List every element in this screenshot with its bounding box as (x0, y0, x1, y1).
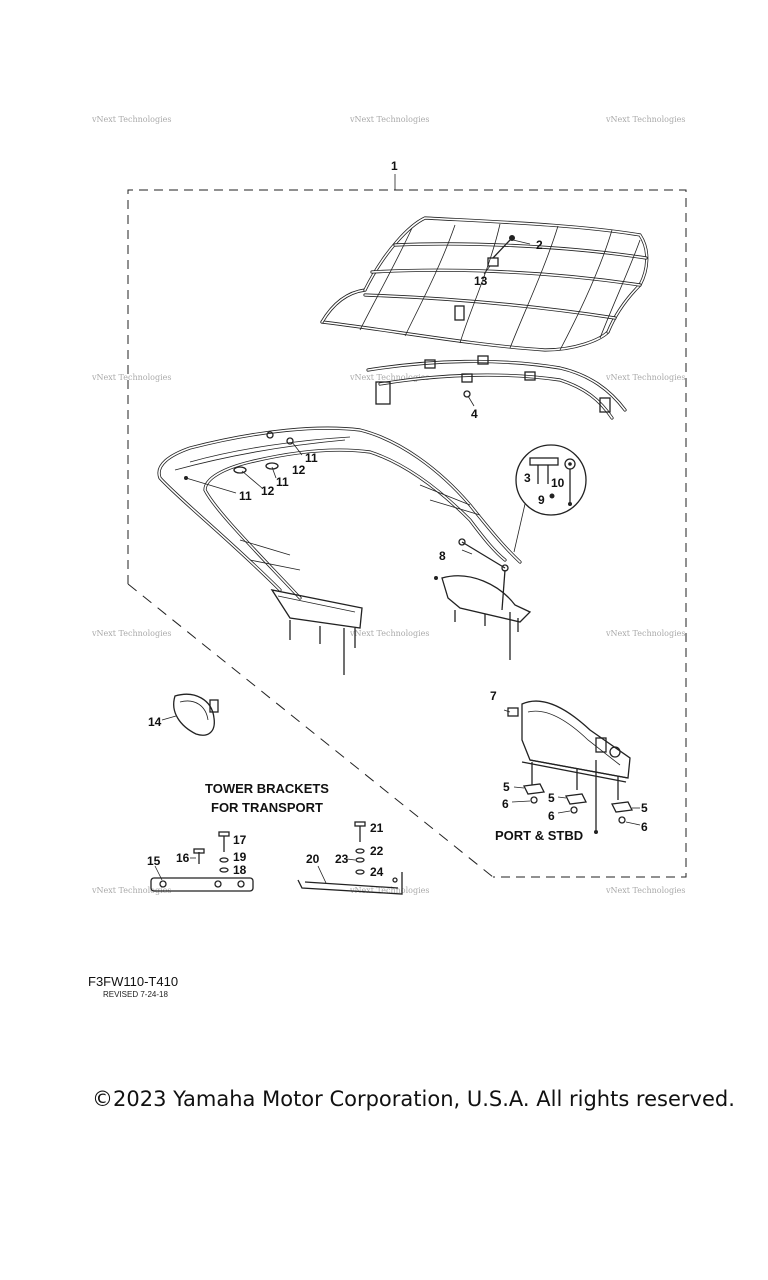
watermark: vNext Technologies (605, 886, 685, 895)
watermark: vNext Technologies (605, 629, 685, 638)
callout-15: 15 (147, 854, 161, 868)
callout-21: 21 (370, 821, 384, 835)
watermark: vNext Technologies (349, 886, 429, 895)
callout-4: 4 (471, 407, 478, 421)
callout-6: 6 (502, 797, 509, 811)
callout-10: 10 (551, 476, 565, 490)
callout-11: 11 (276, 475, 289, 489)
callout-7: 7 (490, 689, 497, 703)
callout-11: 11 (305, 451, 318, 465)
callout-16: 16 (176, 851, 190, 865)
for-transport-heading: FOR TRANSPORT (211, 800, 323, 815)
callout-12: 12 (261, 484, 275, 498)
copyright-notice: ©2023 Yamaha Motor Corporation, U.S.A. A… (92, 1087, 735, 1111)
callout-17: 17 (233, 833, 247, 847)
callout-8: 8 (439, 549, 446, 563)
watermark: vNext Technologies (91, 886, 171, 895)
drawing-code: F3FW110-T410 (88, 974, 178, 989)
callout-1: 1 (391, 159, 398, 173)
callout-14: 14 (148, 715, 162, 729)
section-headings: TOWER BRACKETS FOR TRANSPORT PORT & STBD (205, 781, 583, 843)
leader-lines (154, 239, 641, 884)
callout-20: 20 (306, 852, 320, 866)
watermarks: vNext Technologies vNext Technologies vN… (91, 115, 685, 895)
watermark: vNext Technologies (91, 115, 171, 124)
watermark: vNext Technologies (91, 373, 171, 382)
callout-11: 11 (239, 489, 252, 503)
transport-brackets (150, 821, 403, 895)
tower-frame (157, 426, 532, 675)
callout-3: 3 (524, 471, 531, 485)
callout-19: 19 (233, 850, 247, 864)
callout-5: 5 (548, 791, 555, 805)
canopy-frame (320, 216, 649, 352)
assembly-boundary (127, 174, 687, 878)
callout-18: 18 (233, 863, 247, 877)
tower-top-crossbar (366, 355, 627, 420)
callouts: 1 2 13 4 11 12 11 12 11 3 10 9 8 14 7 5 … (147, 159, 648, 879)
callout-22: 22 (370, 844, 384, 858)
tower-brackets-heading: TOWER BRACKETS (205, 781, 329, 796)
callout-5: 5 (503, 780, 510, 794)
watermark: vNext Technologies (349, 115, 429, 124)
revised-date: REVISED 7-24-18 (103, 990, 168, 999)
callout-13: 13 (474, 274, 488, 288)
watermark: vNext Technologies (605, 373, 685, 382)
callout-23: 23 (335, 852, 349, 866)
side-mount-bracket (507, 700, 633, 834)
watermark: vNext Technologies (605, 115, 685, 124)
port-stbd-label: PORT & STBD (495, 828, 583, 843)
callout-12: 12 (292, 463, 306, 477)
callout-2: 2 (536, 238, 543, 252)
watermark: vNext Technologies (349, 629, 429, 638)
callout-5: 5 (641, 801, 648, 815)
detail-bubble (513, 444, 587, 553)
callout-6: 6 (641, 820, 648, 834)
watermark: vNext Technologies (91, 629, 171, 638)
callout-9: 9 (538, 493, 545, 507)
callout-24: 24 (370, 865, 384, 879)
mirror (173, 693, 219, 736)
callout-6: 6 (548, 809, 555, 823)
watermark: vNext Technologies (349, 373, 429, 382)
